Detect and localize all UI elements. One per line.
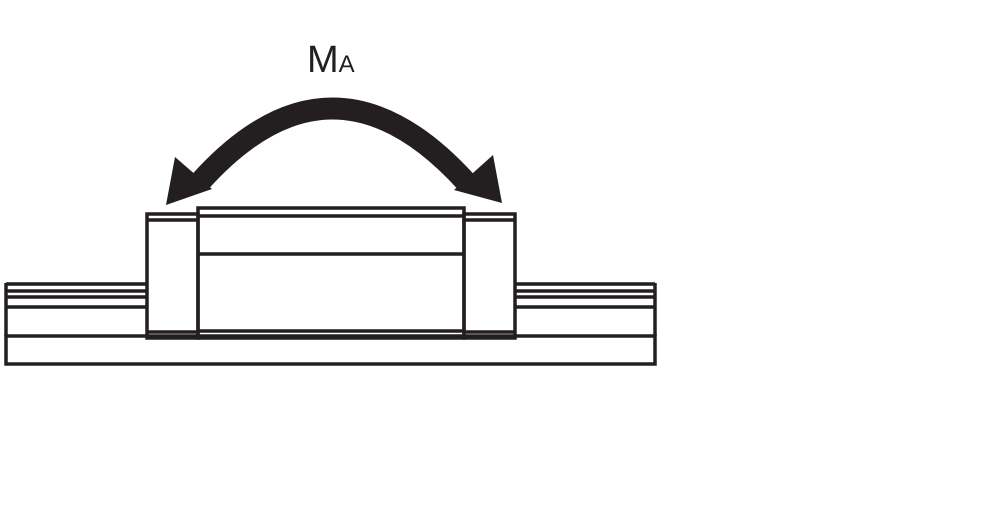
guide-rail (4, 282, 657, 366)
double-headed-curved-arrow-icon (166, 97, 502, 205)
carriage-body (196, 206, 466, 340)
end-seal-left (145, 212, 200, 340)
carriage-block (145, 206, 517, 340)
arrow-head-left (166, 157, 212, 205)
moment-label-main: M (307, 39, 339, 81)
arrow-arc (191, 97, 475, 190)
moment-label-subscript: A (339, 51, 355, 78)
rail-base (4, 334, 657, 366)
end-seal-right (462, 212, 517, 340)
arrow-head-right (454, 155, 502, 203)
moment-label: MA (307, 39, 355, 81)
